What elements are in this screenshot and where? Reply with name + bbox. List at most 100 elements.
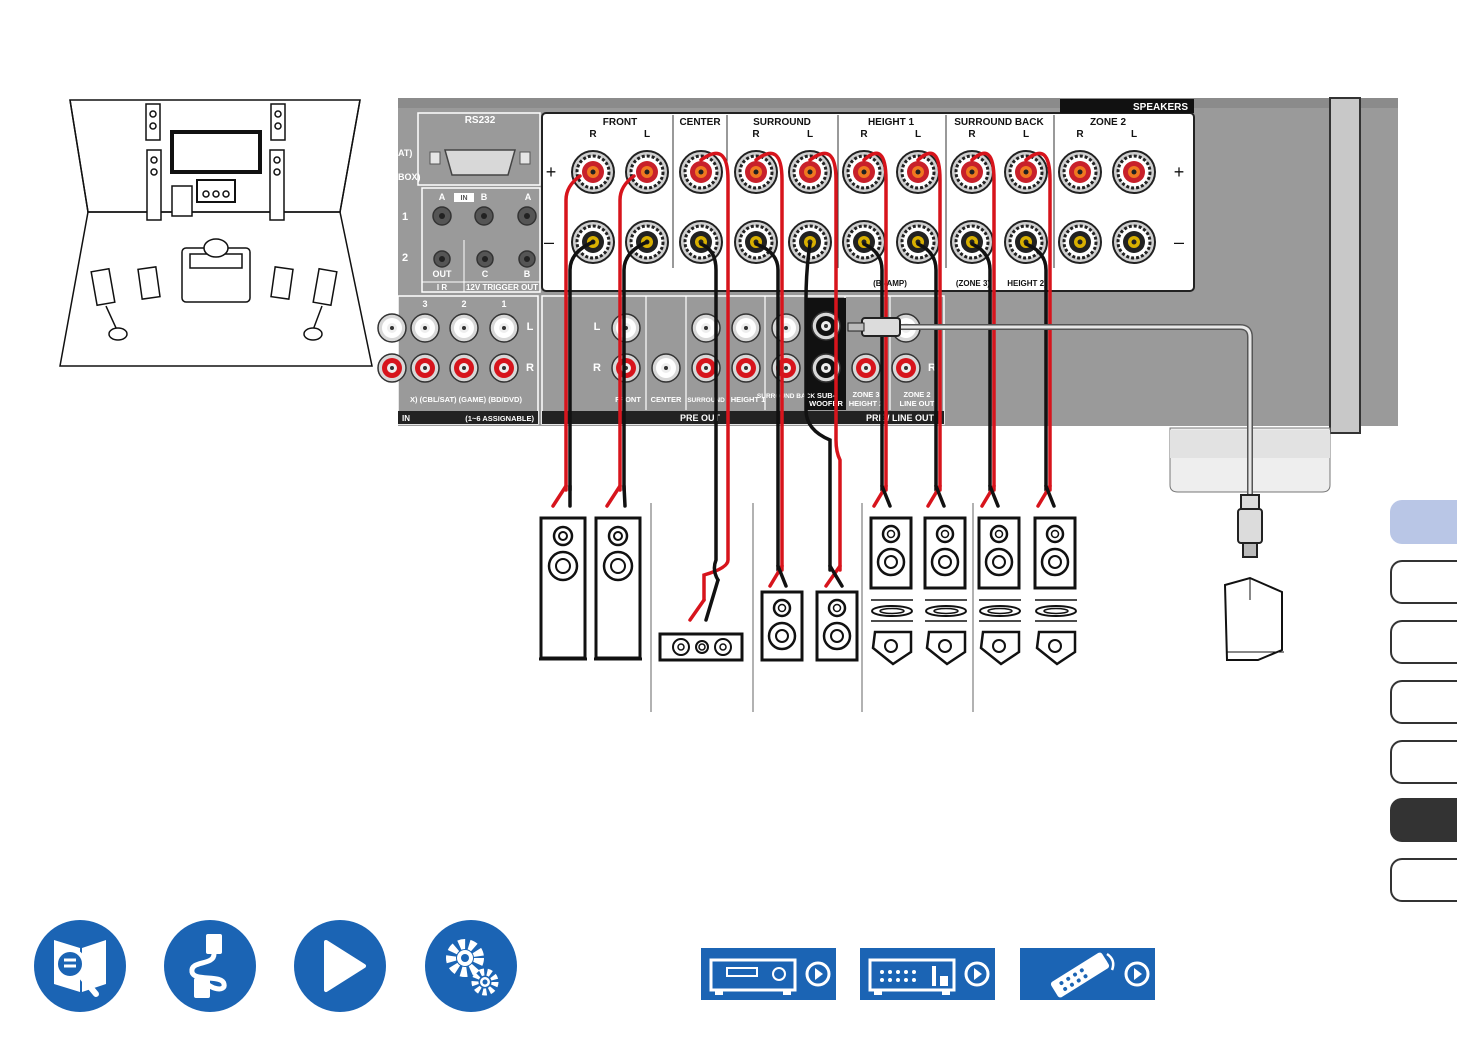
- pre-out-front: FRONT: [615, 395, 641, 404]
- pre-out-jack-r[interactable]: [851, 353, 881, 383]
- audio-in-jack-r[interactable]: [449, 353, 479, 383]
- surround-speaker: [760, 590, 804, 662]
- speaker-terminal[interactable]: [1004, 150, 1048, 194]
- pre-out-jack-l[interactable]: [731, 313, 761, 343]
- pre-out-sub-b: WOOFER: [809, 399, 843, 408]
- front-r-label: R: [589, 129, 597, 140]
- side-tab-7[interactable]: [1390, 858, 1457, 902]
- pre-out-surround-back: SURROUND BACK: [757, 393, 815, 400]
- remote-icon: [1050, 952, 1150, 998]
- speaker-terminal[interactable]: [734, 220, 778, 264]
- ceiling-speaker-option: [925, 599, 967, 666]
- group-title-center: CENTER: [679, 117, 721, 128]
- center-speaker: [658, 632, 744, 662]
- trigger-out-label: 12V TRIGGER OUT: [466, 283, 538, 292]
- speaker-terminal[interactable]: [950, 150, 994, 194]
- side-tab-6[interactable]: [1390, 798, 1457, 842]
- zone2-r-label: R: [1076, 129, 1084, 140]
- left-label-sat: AT): [398, 148, 412, 158]
- subwoofer-box: [1223, 576, 1284, 661]
- speaker-terminal[interactable]: [896, 150, 940, 194]
- pre-out-zone3: ZONE 3: [852, 390, 879, 399]
- left-label-1: 1: [402, 211, 408, 223]
- speaker-terminal[interactable]: [1058, 220, 1102, 264]
- pre-out-r: R: [593, 362, 601, 374]
- speaker-terminal[interactable]: [734, 150, 778, 194]
- audio-in-jack-l[interactable]: [377, 313, 407, 343]
- remote-controller-button[interactable]: [1020, 948, 1155, 1000]
- trigger-c: C: [482, 269, 489, 279]
- subwoofer-jack[interactable]: [811, 311, 841, 341]
- group-title-surround-back: SURROUND BACK: [954, 117, 1044, 128]
- audio-in-jack-l[interactable]: [410, 313, 440, 343]
- side-tab-5[interactable]: [1390, 740, 1457, 784]
- front-panel-button[interactable]: [701, 948, 836, 1000]
- playback-button[interactable]: [294, 920, 386, 1012]
- audio-in-label: IN: [402, 414, 410, 423]
- pre-out-l: L: [594, 321, 601, 333]
- speaker-terminal[interactable]: [1112, 150, 1156, 194]
- height1-r-label: R: [860, 129, 868, 140]
- pre-out-jack-r[interactable]: [891, 353, 921, 383]
- speaker-terminal[interactable]: [1112, 220, 1156, 264]
- height-speaker: [923, 516, 967, 590]
- audio-in-2: 2: [461, 299, 466, 309]
- pre-out-jack-l[interactable]: [611, 313, 641, 343]
- speaker-terminal[interactable]: [679, 220, 723, 264]
- audio-in-jacks: [377, 313, 519, 383]
- audio-in-jack-r[interactable]: [377, 353, 407, 383]
- pre-out-jack-r[interactable]: [771, 353, 801, 383]
- speaker-terminal[interactable]: [788, 150, 832, 194]
- ir-in-a2: A: [525, 192, 532, 202]
- pre-out-jack-r[interactable]: [691, 353, 721, 383]
- minus-right: –: [1174, 232, 1184, 252]
- audio-in-jack-r[interactable]: [410, 353, 440, 383]
- play-icon: [324, 940, 366, 992]
- subwoofer-jack[interactable]: [811, 353, 841, 383]
- side-tab-1[interactable]: [1390, 500, 1457, 544]
- pre-out-sub-a: SUB-: [817, 391, 836, 400]
- audio-in-jack-l[interactable]: [489, 313, 519, 343]
- speaker-wires: [551, 151, 1056, 622]
- pre-out-jack-r[interactable]: [651, 353, 681, 383]
- side-tab-3[interactable]: [1390, 620, 1457, 664]
- connections-button[interactable]: [164, 920, 256, 1012]
- speaker-terminal[interactable]: [679, 150, 723, 194]
- book-search-icon: [54, 940, 106, 997]
- audio-in-jack-l[interactable]: [449, 313, 479, 343]
- audio-in-r: R: [526, 362, 534, 374]
- manual-contents-button[interactable]: [34, 920, 126, 1012]
- audio-in-assignable: (1~6 ASSIGNABLE): [465, 414, 534, 423]
- ceiling-speaker-option: [871, 599, 913, 666]
- setup-button[interactable]: [425, 920, 517, 1012]
- note-height2: HEIGHT 2): [1007, 279, 1047, 288]
- side-tab-2[interactable]: [1390, 560, 1457, 604]
- pre-out-jack-l[interactable]: [691, 313, 721, 343]
- speaker-terminal[interactable]: [571, 150, 615, 194]
- pre-out-jack-r[interactable]: [611, 353, 641, 383]
- ir-in-b: B: [481, 192, 488, 202]
- audio-in-sources: X) (CBL/SAT) (GAME) (BD/DVD): [410, 395, 522, 404]
- pre-out-zone2: ZONE 2: [903, 390, 930, 399]
- plus-left: +: [546, 162, 557, 182]
- group-title-surround: SURROUND: [753, 117, 811, 128]
- audio-in-jack-r[interactable]: [489, 353, 519, 383]
- speaker-terminal[interactable]: [625, 150, 669, 194]
- surround-back-l-label: L: [1023, 129, 1029, 140]
- rear-panel-button[interactable]: [860, 948, 995, 1000]
- ceiling-speaker-option: [979, 599, 1021, 666]
- note-bi-amp: (Bi-AMP): [873, 279, 907, 288]
- pre-out-jack-r[interactable]: [731, 353, 761, 383]
- side-tab-4[interactable]: [1390, 680, 1457, 724]
- speaker-terminal[interactable]: [1058, 150, 1102, 194]
- height-speaker: [977, 516, 1021, 590]
- trigger-b: B: [524, 269, 531, 279]
- pre-out-height1: HEIGHT 1: [731, 395, 766, 404]
- pre-out-jack-l[interactable]: [771, 313, 801, 343]
- zone2-l-label: L: [1131, 129, 1137, 140]
- subwoofer-cable: [847, 317, 1263, 558]
- gear-icon: [446, 939, 499, 996]
- speaker-terminal[interactable]: [842, 150, 886, 194]
- surround-back-r-label: R: [968, 129, 976, 140]
